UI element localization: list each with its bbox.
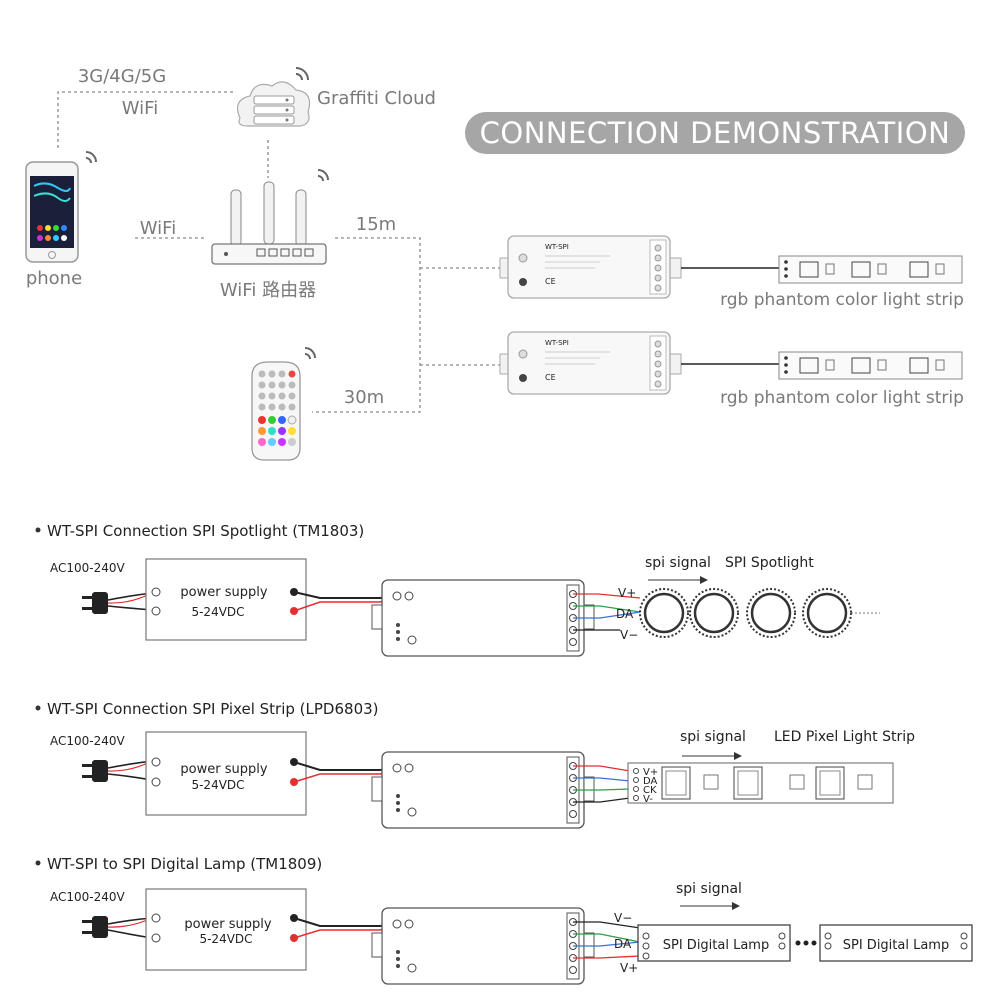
controller-top-2: WT-SPI CE [499, 331, 682, 395]
pin-label: V- [643, 794, 653, 805]
ac-label: AC100-240V [50, 561, 126, 575]
digital-lamp-2 [819, 924, 973, 962]
remote-control [251, 361, 301, 461]
psu-label: power supply [180, 585, 267, 600]
ac-label: AC100-240V [50, 734, 126, 748]
pin-label: DA [616, 607, 634, 621]
section-pixel-strip: WT-SPI Connection SPI Pixel Strip (LPD68… [35, 700, 915, 829]
dashed-links [57, 91, 500, 413]
section-digital-lamp: WT-SPI to SPI Digital Lamp (TM1809) AC10… [35, 855, 973, 985]
phone-wifi-icon [85, 151, 97, 164]
distance-remote-label: 30m [344, 387, 384, 408]
controller-ce-mark: CE [545, 373, 556, 382]
arrow-right-icon [734, 752, 742, 760]
phone-cloud-link [57, 91, 235, 148]
light-strip-top-1 [778, 255, 963, 284]
strip-label-1: rgb phantom color light strip [720, 290, 964, 310]
pin-label: DA [614, 937, 632, 951]
bullet-dot [35, 705, 41, 711]
banner-title: CONNECTION DEMONSTRATION [480, 116, 951, 150]
pin-label: CK [643, 785, 657, 796]
pixel-strip [627, 762, 894, 804]
controller-ce-mark: CE [545, 277, 556, 286]
strip-label-2: rgb phantom color light strip [720, 388, 964, 408]
bullet-dot [35, 860, 41, 866]
spi-controller [381, 751, 585, 829]
psu-voltage: 5-24VDC [191, 605, 244, 619]
section-title: WT-SPI Connection SPI Pixel Strip (LPD68… [47, 700, 379, 718]
section-spotlight: WT-SPI Connection SPI Spotlight (TM1803)… [35, 522, 880, 657]
arrow-right-icon [700, 576, 708, 584]
device-label: SPI Digital Lamp [663, 938, 769, 953]
power-plug-icon [82, 592, 108, 614]
pin-label: DA [643, 776, 658, 787]
power-supply-box [145, 888, 307, 971]
pin-label: V− [620, 628, 638, 642]
banner: CONNECTION DEMONSTRATION [465, 112, 965, 154]
device-label: SPI Spotlight [725, 555, 814, 571]
signal-label: spi signal [645, 555, 711, 571]
signal-label: spi signal [676, 881, 742, 897]
phone-label: phone [26, 268, 82, 289]
cloud-icon [237, 81, 311, 127]
ac-label: AC100-240V [50, 890, 126, 904]
psu-voltage: 5-24VDC [199, 932, 252, 946]
section-title: WT-SPI to SPI Digital Lamp (TM1809) [47, 855, 322, 873]
signal-label: spi signal [680, 729, 746, 745]
router-wifi-icon [317, 169, 329, 182]
pin-label: V+ [620, 961, 638, 975]
power-plug-icon [82, 760, 108, 782]
network-label: 3G/4G/5G [78, 66, 166, 87]
arrow-right-icon [732, 902, 740, 910]
spi-controller [381, 907, 585, 985]
router-device [211, 181, 327, 265]
spotlight-chain [639, 588, 852, 638]
distance-router-label: 15m [356, 214, 396, 235]
router-remote-link [312, 237, 421, 413]
controller-model-label: WT-SPI [545, 243, 569, 251]
banner-background [465, 112, 965, 154]
cloud-label: Graffiti Cloud [317, 88, 436, 109]
light-strip-top-2 [778, 351, 963, 380]
spi-controller [381, 579, 585, 657]
device-label: SPI Digital Lamp [843, 938, 949, 953]
power-supply-box [145, 558, 307, 641]
power-plug-icon [82, 916, 108, 938]
device-label: LED Pixel Light Strip [774, 729, 915, 745]
psu-voltage: 5-24VDC [191, 778, 244, 792]
psu-label: power supply [180, 762, 267, 777]
ellipsis-dots [795, 940, 817, 946]
digital-lamp-1 [637, 924, 791, 962]
bullet-dot [35, 527, 41, 533]
pin-label: V+ [643, 767, 658, 778]
phone-device [25, 161, 79, 263]
pin-label: V− [614, 911, 632, 925]
router-label: WiFi 路由器 [220, 280, 316, 301]
controller-model-label: WT-SPI [545, 339, 569, 347]
controller-top-1: WT-SPI CE [499, 235, 682, 299]
pin-label: V+ [618, 586, 636, 600]
remote-wifi-icon [304, 347, 316, 360]
phone-wifi-label: WiFi [140, 218, 176, 239]
power-supply-box [145, 731, 307, 816]
section-title: WT-SPI Connection SPI Spotlight (TM1803) [47, 522, 364, 540]
cloud-wifi-icon [295, 67, 309, 81]
psu-label: power supply [184, 917, 271, 932]
network-wifi-label: WiFi [122, 98, 158, 119]
